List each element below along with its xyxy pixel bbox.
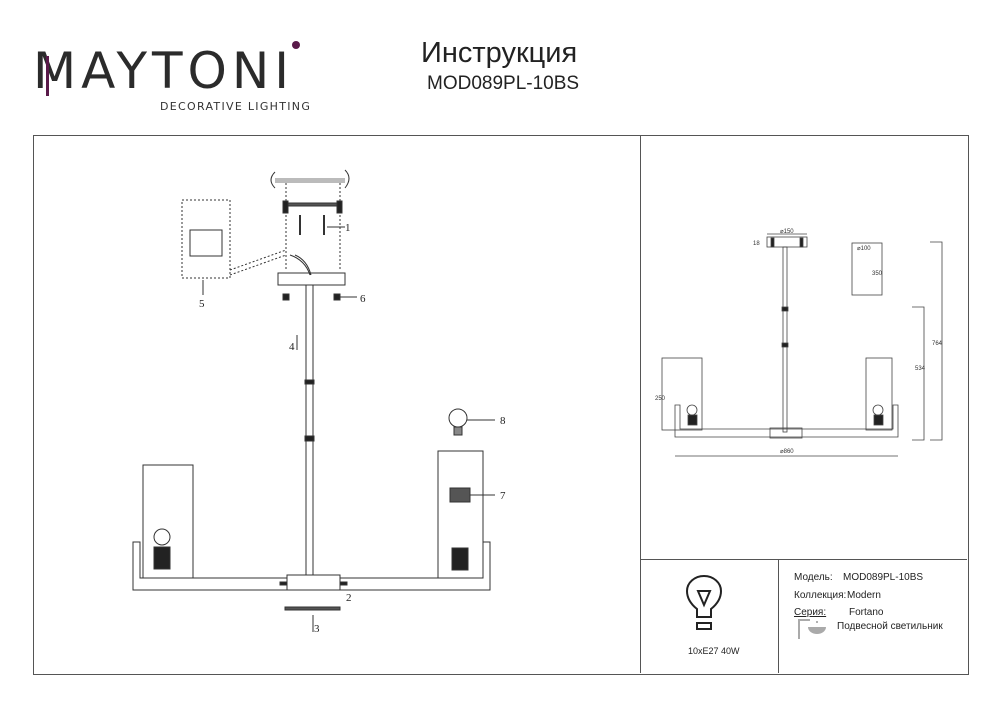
lamp-spec: 10xE27 40W — [688, 646, 740, 656]
model-label: Модель: — [794, 572, 833, 583]
callout-2: 2 — [346, 592, 352, 604]
callout-8: 8 — [500, 415, 506, 427]
collection-value: Modern — [847, 590, 881, 601]
logo-dot — [292, 41, 300, 49]
dim-shade-diameter: ⌀100 — [857, 246, 871, 252]
dim-side-height: 250 — [655, 396, 666, 402]
divider-horizontal — [640, 559, 967, 560]
series-label: Серия: — [794, 607, 827, 618]
dim-body-height: 534 — [915, 366, 926, 372]
pendant-icon — [798, 619, 826, 639]
callout-3: 3 — [314, 623, 320, 635]
dimension-drawing: ⌀150 18 ⌀100 350 ⌀860 250 534 764 — [655, 229, 943, 457]
outer-frame — [33, 135, 969, 675]
logo-accent-bar — [46, 56, 49, 96]
callout-6: 6 — [360, 293, 366, 305]
dim-canopy: ⌀150 — [780, 229, 794, 235]
document-title: Инструкция — [421, 37, 578, 69]
collection-label: Коллекция: — [794, 590, 847, 601]
document-model: MOD089PL-10BS — [427, 73, 580, 94]
callout-1: 1 — [345, 222, 351, 234]
callout-7: 7 — [500, 490, 506, 502]
callout-5: 5 — [199, 298, 205, 310]
model-value: MOD089PL-10BS — [843, 572, 924, 583]
brand-tagline: DECORATIVE LIGHTING — [160, 100, 312, 113]
series-value: Fortano — [849, 607, 884, 618]
brand-logo: MAYTONI — [33, 42, 295, 100]
dim-canopy-height: 18 — [753, 241, 760, 247]
divider-vertical — [640, 135, 641, 673]
dim-shade-height: 350 — [872, 271, 883, 277]
dim-total-height: 764 — [932, 341, 943, 347]
type-value: Подвесной светильник — [837, 621, 943, 632]
callout-4: 4 — [289, 341, 295, 353]
dim-width: ⌀860 — [780, 449, 794, 455]
assembly-diagram: 1 2 3 4 5 6 7 8 — [132, 169, 506, 635]
divider-info — [778, 559, 779, 673]
bulb-icon — [685, 575, 723, 630]
